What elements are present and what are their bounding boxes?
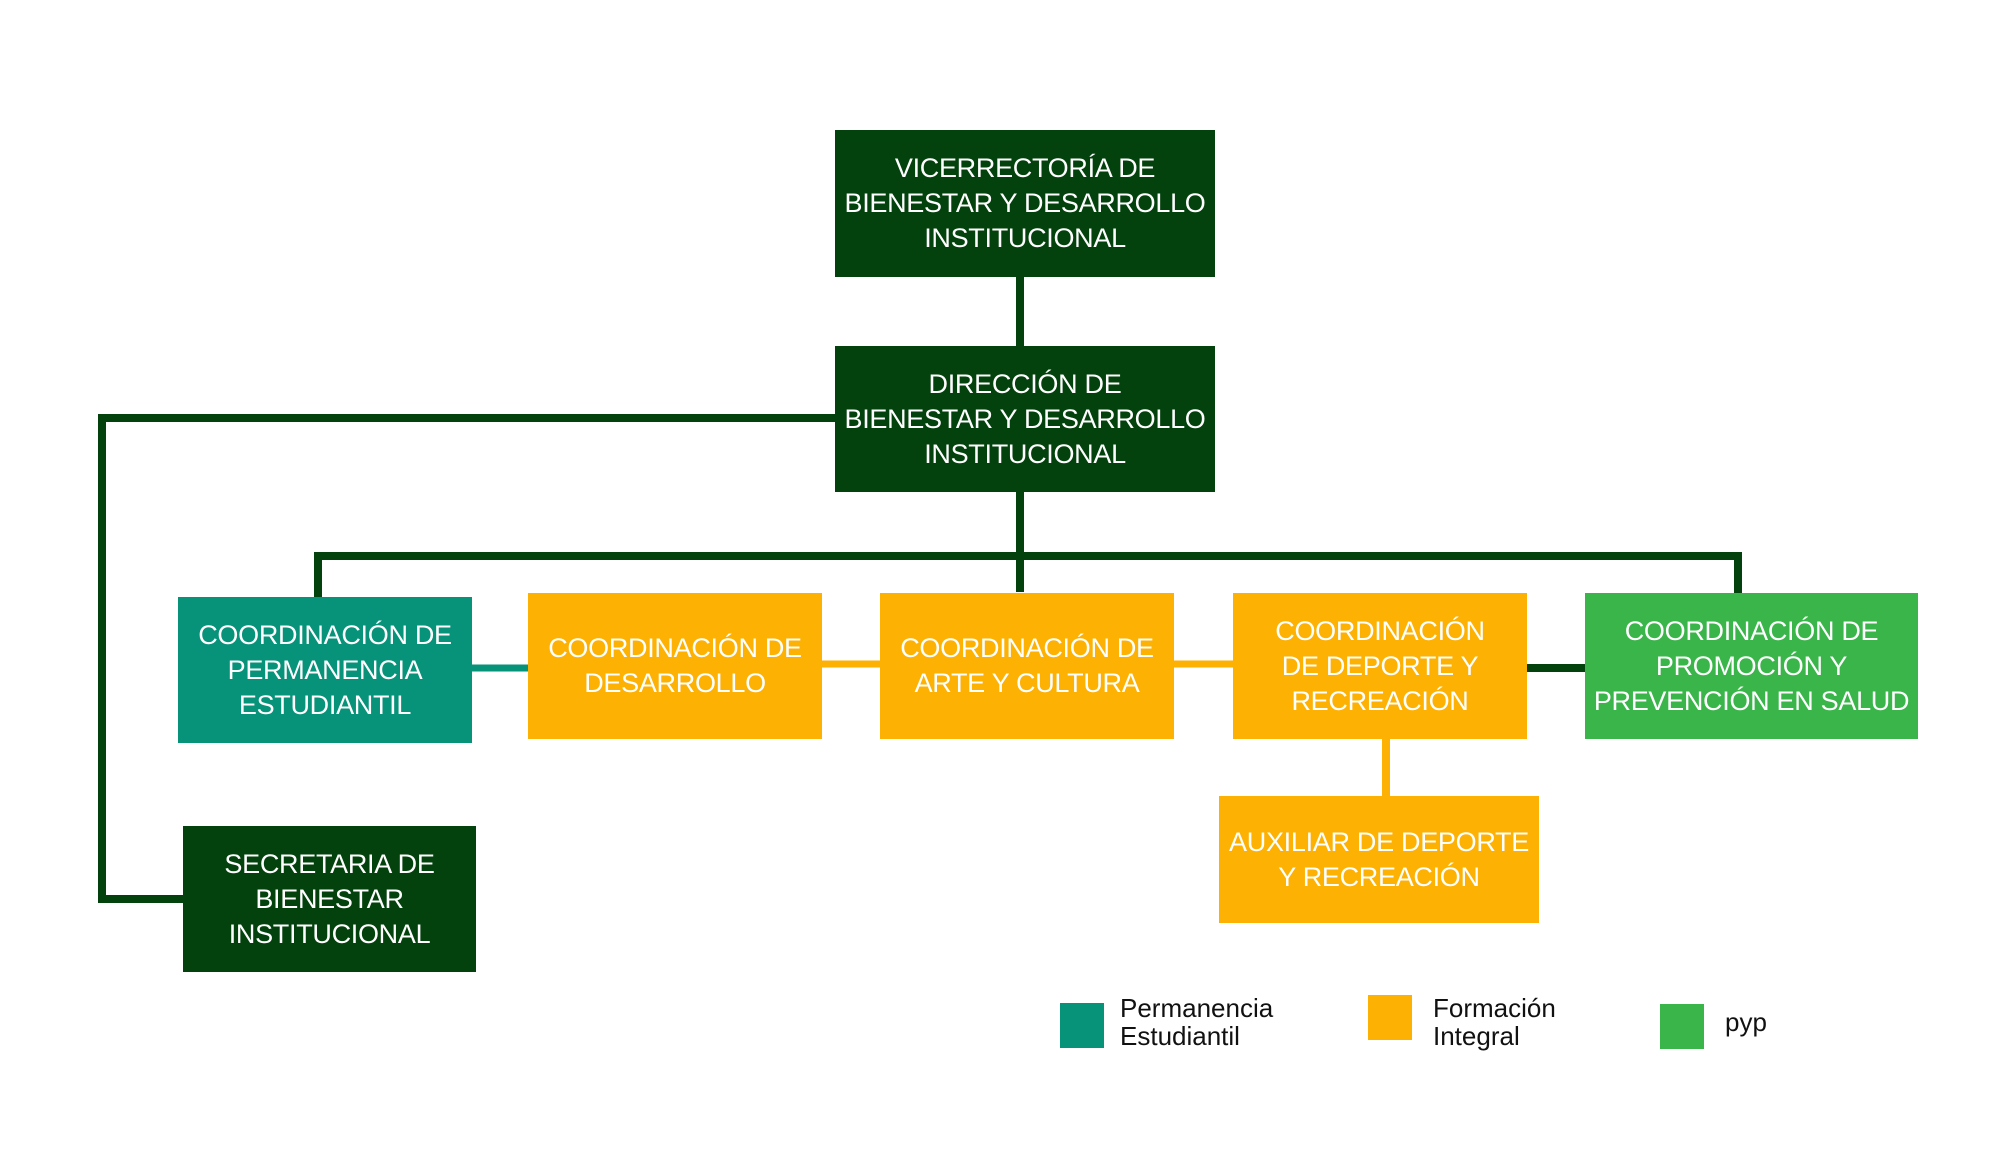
connector-branch-bar bbox=[314, 552, 1742, 597]
node-auxiliar-deporte: AUXILIAR DE DEPORTE Y RECREACIÓN bbox=[1219, 796, 1539, 923]
legend-label-formacion: Formación Integral bbox=[1433, 993, 1556, 1051]
node-vicerrectoria: VICERRECTORÍA DE BIENESTAR Y DESARROLLO … bbox=[835, 130, 1215, 277]
node-promocion-prevencion: COORDINACIÓN DE PROMOCIÓN Y PREVENCIÓN E… bbox=[1585, 593, 1918, 739]
node-direccion: DIRECCIÓN DE BIENESTAR Y DESARROLLO INST… bbox=[835, 346, 1215, 492]
legend-swatch-permanencia bbox=[1060, 1003, 1104, 1048]
legend-swatch-pyp bbox=[1660, 1004, 1704, 1049]
connector-direccion-secretaria bbox=[98, 414, 835, 903]
node-secretaria: SECRETARIA DE BIENESTAR INSTITUCIONAL bbox=[183, 826, 476, 972]
legend-label-pyp: pyp bbox=[1725, 1007, 1767, 1037]
node-permanencia: COORDINACIÓN DE PERMANENCIA ESTUDIANTIL bbox=[178, 597, 472, 743]
node-arte-cultura: COORDINACIÓN DE ARTE Y CULTURA bbox=[880, 593, 1174, 739]
legend-label-permanencia: Permanencia Estudiantil bbox=[1120, 993, 1274, 1051]
node-desarrollo: COORDINACIÓN DE DESARROLLO bbox=[528, 593, 822, 739]
legend-swatch-formacion bbox=[1368, 995, 1412, 1040]
node-deporte-recreacion: COORDINACIÓN DE DEPORTE Y RECREACIÓN bbox=[1233, 593, 1527, 739]
